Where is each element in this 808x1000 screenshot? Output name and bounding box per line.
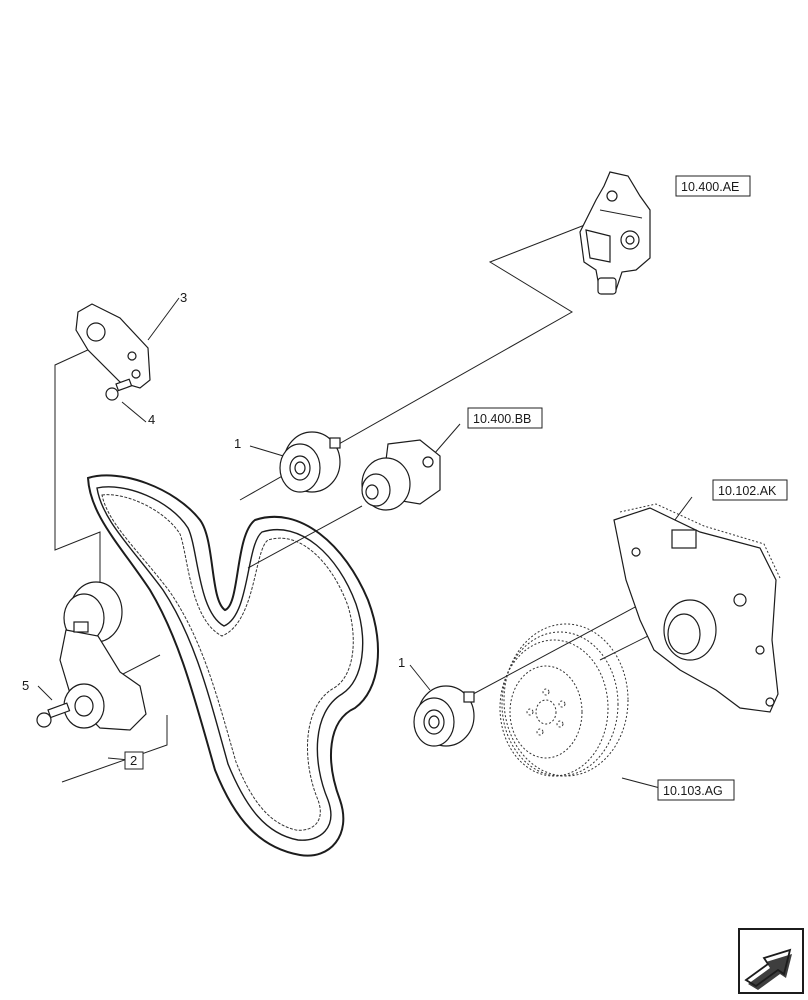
callout-1-lower: 1: [398, 655, 405, 670]
front-cover: [613, 503, 781, 713]
thermostat-housing: [361, 439, 441, 511]
ref-box-front-cover: [712, 479, 788, 501]
callout-3: 3: [180, 290, 187, 305]
ref-damper[interactable]: 10.103.AG: [663, 784, 723, 798]
next-page-arrow-icon[interactable]: [738, 928, 804, 994]
ref-thermostat[interactable]: 10.400.BB: [473, 412, 531, 426]
idler-pulley-upper: [279, 431, 341, 493]
ref-water-pump[interactable]: 10.400.AE: [681, 180, 739, 194]
ref-box-water-pump: [675, 175, 751, 197]
callouts: 1 1 2 3 4 5: [22, 290, 405, 770]
callout-2: 2: [130, 753, 137, 768]
idler-pulley-lower: [413, 685, 475, 747]
callout-1-upper: 1: [234, 436, 241, 451]
reference-labels: 10.400.AE 10.400.BB 10.102.AK 10.103.AG: [467, 175, 788, 801]
serpentine-belt: [86, 474, 379, 857]
bolt-4: [105, 378, 133, 401]
belt-tensioner: [59, 581, 147, 731]
bolt-5: [36, 702, 71, 728]
callout-5: 5: [22, 678, 29, 693]
ref-box-damper: [657, 779, 735, 801]
bracket: [75, 303, 151, 389]
callout-4: 4: [148, 412, 155, 427]
ref-front-cover[interactable]: 10.102.AK: [718, 484, 777, 498]
water-pump: [579, 171, 651, 295]
callout-2-box: [124, 751, 144, 770]
vibration-damper: [499, 623, 629, 777]
ref-box-thermostat: [467, 407, 543, 429]
